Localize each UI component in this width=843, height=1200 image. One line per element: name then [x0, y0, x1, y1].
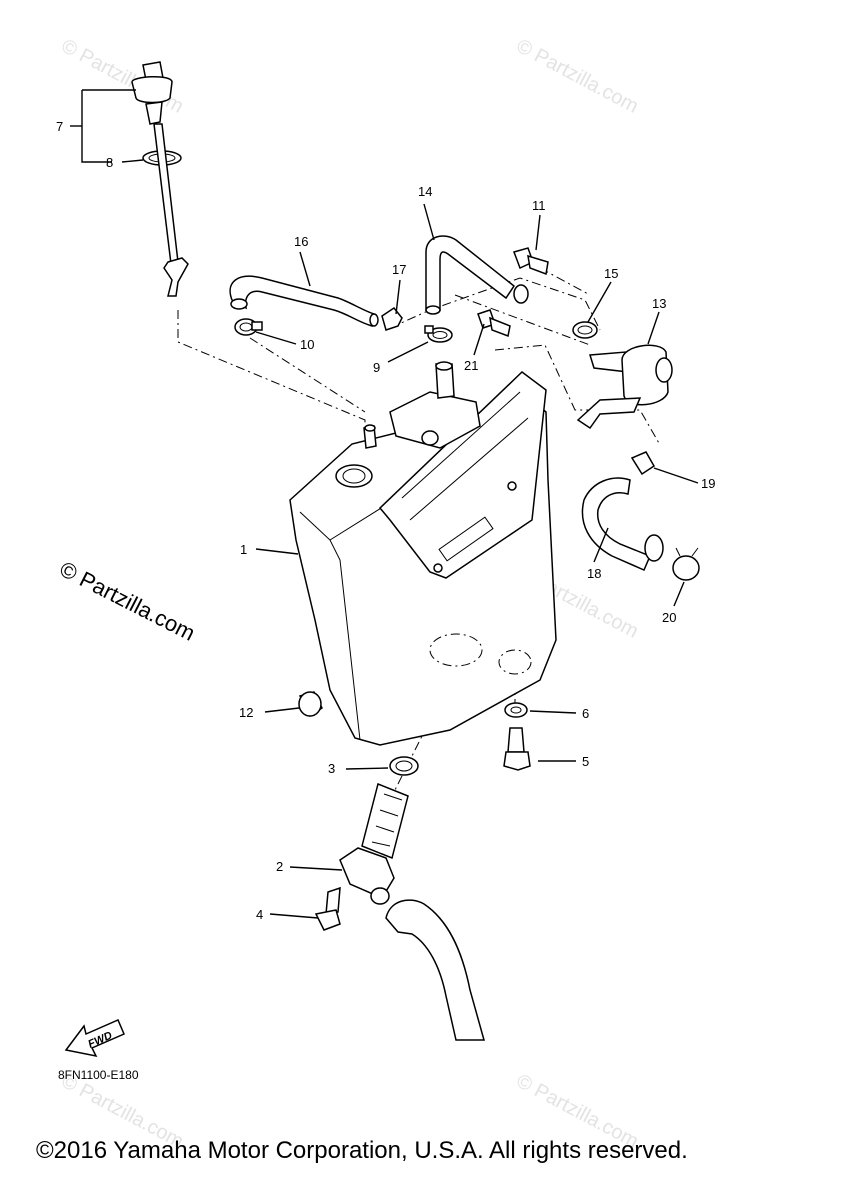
- cap-20: [672, 547, 700, 581]
- clamp-10: [234, 318, 263, 336]
- callout-19: 19: [701, 476, 715, 491]
- callout-18: 18: [587, 566, 601, 581]
- callout-8: 8: [106, 155, 113, 170]
- bolt-11: [513, 247, 549, 276]
- callout-numbers: 1 2 3 4 5 6 7 8 9 10 11 12 13 14 15 16 1…: [56, 119, 715, 922]
- valve-13: [576, 344, 673, 430]
- callout-10: 10: [300, 337, 314, 352]
- callout-16: 16: [294, 234, 308, 249]
- leader-lines: [70, 89, 699, 919]
- o-ring-3: [389, 756, 419, 776]
- callout-4: 4: [256, 907, 263, 922]
- fwd-arrow-icon: FWD: [64, 1019, 125, 1058]
- watermark-top-left: © Partzilla.com: [58, 35, 187, 118]
- watermark-prominent: © Partzilla.com: [56, 556, 199, 646]
- callout-15: 15: [604, 266, 618, 281]
- callout-3: 3: [328, 761, 335, 776]
- callout-13: 13: [652, 296, 666, 311]
- callout-17: 17: [392, 262, 406, 277]
- collar-12: [298, 691, 323, 718]
- gasket-6: [504, 702, 528, 718]
- copyright-text: ©2016 Yamaha Motor Corporation, U.S.A. A…: [36, 1137, 688, 1164]
- callout-11: 11: [532, 198, 546, 213]
- watermark-top-right: © Partzilla.com: [513, 35, 642, 118]
- callout-12: 12: [239, 705, 253, 720]
- callout-6: 6: [582, 706, 589, 721]
- clamp-9: [424, 325, 453, 343]
- clamp-15: [572, 321, 598, 339]
- bolt-21: [477, 309, 511, 338]
- tank-1: [289, 361, 557, 746]
- bolt-4: [314, 886, 341, 931]
- clip-17: [381, 306, 403, 331]
- strainer-2: [339, 782, 409, 905]
- outlet-hose: [385, 899, 485, 1041]
- dipstick-assembly: [131, 61, 189, 297]
- callout-20: 20: [662, 610, 676, 625]
- callout-21: 21: [464, 358, 478, 373]
- callout-1: 1: [240, 542, 247, 557]
- callout-2: 2: [276, 859, 283, 874]
- callout-5: 5: [582, 754, 589, 769]
- callout-9: 9: [373, 360, 380, 375]
- drain-bolt-5: [503, 727, 531, 771]
- hose-14: [425, 235, 529, 315]
- clip-19: [630, 451, 655, 476]
- diagram-code: 8FN1100-E180: [58, 1068, 139, 1082]
- callout-14: 14: [418, 184, 432, 199]
- hose-18: [581, 477, 664, 571]
- callout-7: 7: [56, 119, 63, 134]
- hose-16: [229, 275, 379, 327]
